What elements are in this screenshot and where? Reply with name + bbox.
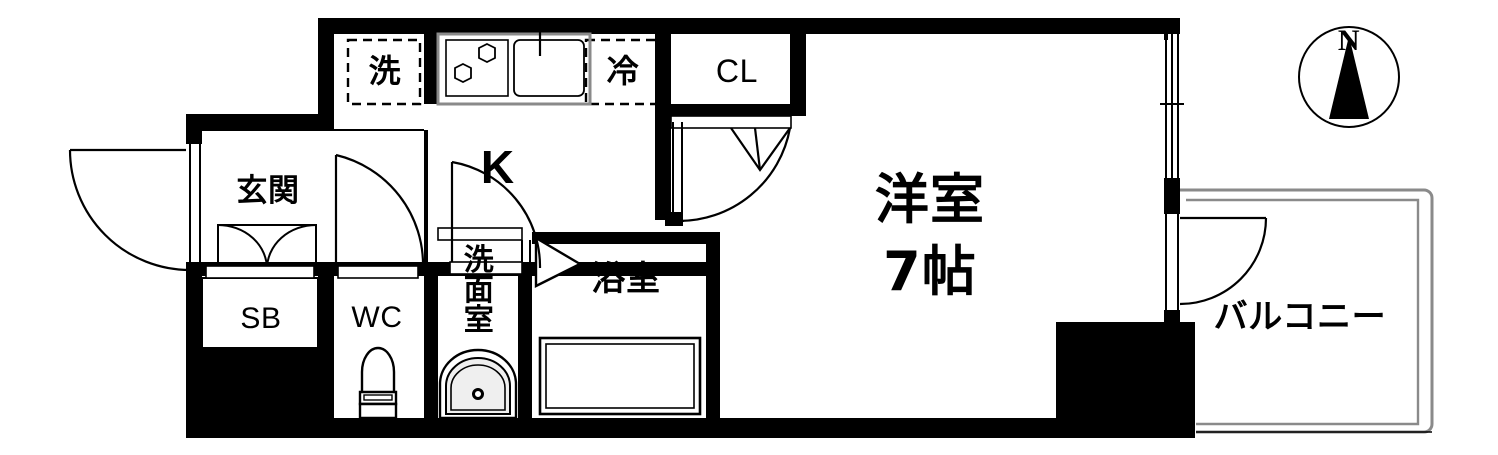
toilet-fixture (358, 346, 398, 420)
stove-burner-front (454, 62, 472, 84)
appliance-label-washer: 洗 (368, 52, 402, 90)
entrance-door-swing (68, 144, 202, 272)
room-label-shoe-box: SB (240, 302, 282, 335)
kitchen-counter (436, 32, 592, 106)
washroom-char-1: 洗 (463, 243, 495, 278)
bath-folding-door (534, 235, 583, 288)
washroom-char-2: 面 (463, 273, 495, 308)
fridge-dashed-box (584, 38, 660, 106)
fixtures-and-thin-lines (68, 30, 1434, 434)
sink-basin (513, 39, 585, 97)
washroom-char-3: 室 (463, 303, 495, 338)
east-window (1160, 34, 1184, 182)
room-label-genkan: 玄関 (236, 173, 300, 209)
stove-panel (445, 39, 509, 97)
room-label-wc: WC (351, 301, 403, 334)
appliance-label-refrigerator: 冷 (606, 52, 640, 90)
closet-label-cl: CL (715, 53, 759, 89)
wash-basin (438, 348, 518, 420)
balcony-door-opening (1165, 214, 1179, 312)
room-label-kitchen: K (480, 141, 516, 193)
balcony-outline (1180, 188, 1434, 434)
room-label-washroom: 洗 面 室 (459, 246, 499, 336)
closet-folding-door (670, 115, 792, 172)
room-label-balcony: バルコニー (1213, 297, 1387, 337)
room-label-western-room: 洋室 (874, 168, 986, 231)
room-area-western-room: 7帖 (883, 240, 977, 303)
bathtub (538, 336, 702, 416)
room-label-bathroom: 浴室 (591, 259, 661, 299)
stove-burner-rear (478, 42, 496, 64)
washroom-door-swing (449, 160, 542, 275)
compass-label-north: N (1337, 24, 1361, 57)
balcony-door-swing (1179, 216, 1268, 306)
north-arrow (1298, 26, 1400, 128)
room-door-swing (669, 122, 792, 223)
shoe-box-double-doors (217, 224, 317, 270)
washer-dashed-box (346, 38, 422, 106)
hall-door-swing (334, 153, 425, 269)
